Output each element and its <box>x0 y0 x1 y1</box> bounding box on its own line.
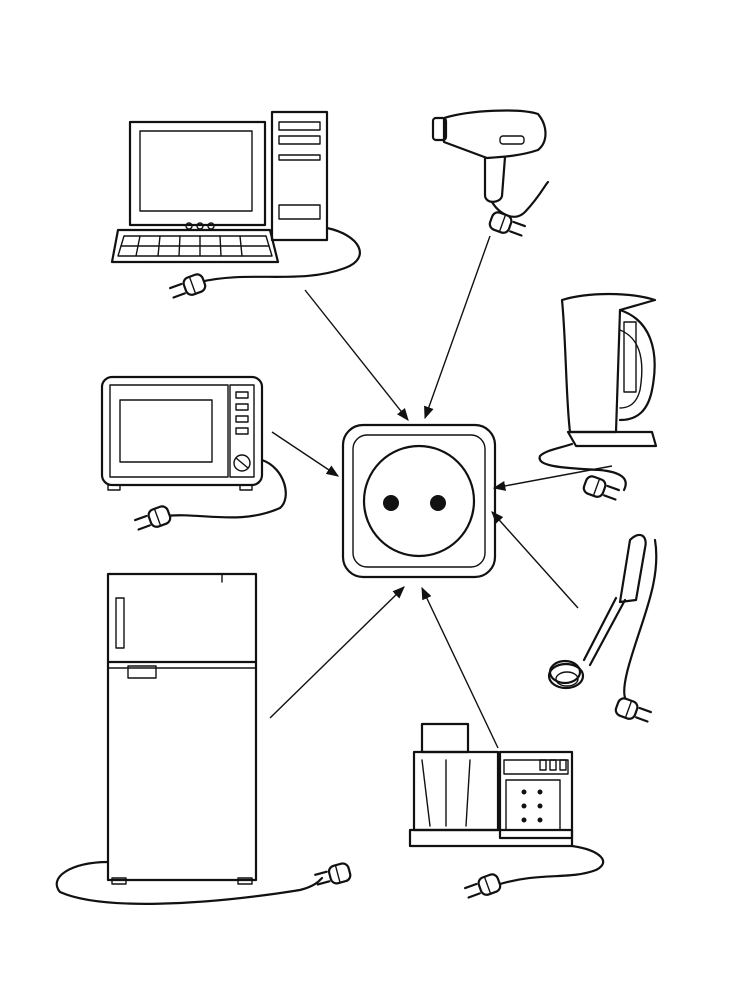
power-outlet-icon <box>341 423 497 579</box>
arrow-computer-to-outlet <box>304 289 409 421</box>
connection-arrows <box>269 235 613 749</box>
arrow-kettle-to-outlet <box>492 465 613 491</box>
arrow-microwave-to-outlet <box>271 431 340 477</box>
electric-kettle-icon <box>538 292 658 505</box>
microwave-oven-icon <box>100 375 287 535</box>
arrow-immersion-heater-to-outlet <box>491 511 579 609</box>
immersion-heater-icon <box>547 533 658 727</box>
arrow-food-processor-to-outlet <box>421 586 499 749</box>
arrow-refrigerator-to-outlet <box>269 586 405 719</box>
food-processor-icon <box>408 722 605 903</box>
hair-dryer-icon <box>431 109 550 241</box>
refrigerator-icon <box>55 572 353 905</box>
arrow-hair-dryer-to-outlet <box>424 235 491 420</box>
desktop-computer-icon <box>110 110 361 303</box>
